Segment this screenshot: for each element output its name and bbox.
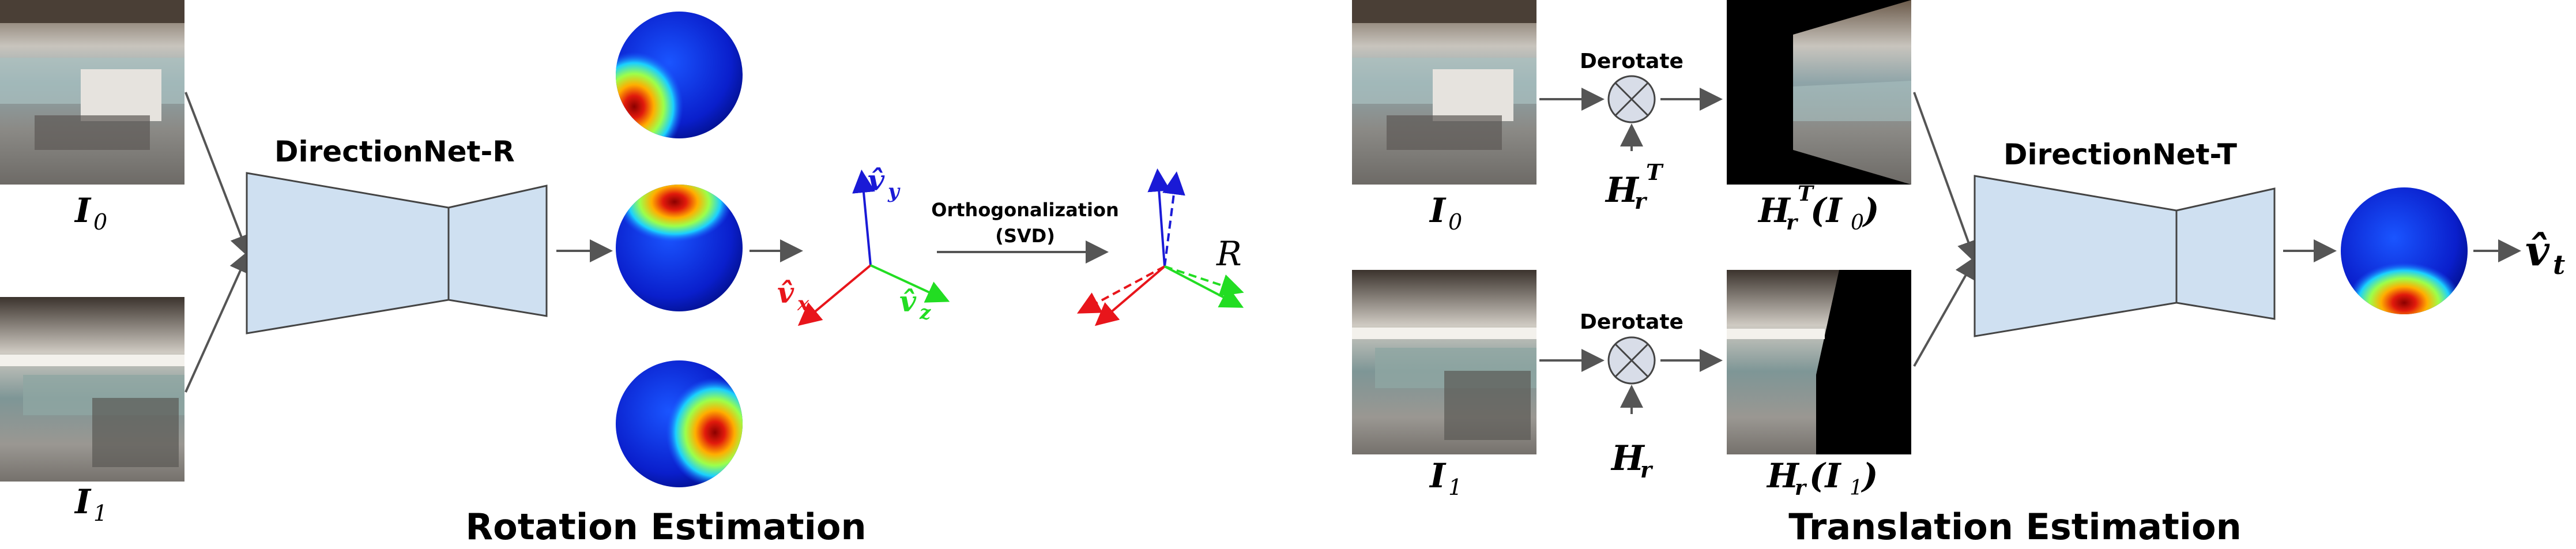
axis-label-z: v̂ z [899, 284, 931, 324]
warped-label-1: H r (I 1 ) [1766, 456, 1878, 500]
svg-text:r: r [1795, 476, 1807, 500]
svg-text:(I: (I [1809, 456, 1841, 495]
rotation-input-label-1: I 1 [74, 482, 107, 526]
rotation-output-label: R [1216, 234, 1242, 273]
svg-text:0: 0 [1448, 209, 1462, 235]
svg-text:z: z [919, 301, 931, 324]
directionnet-r-label: DirectionNet-R [274, 135, 515, 168]
svg-text:I: I [74, 482, 92, 521]
derotate-label-0: Derotate [1580, 50, 1684, 73]
svg-text:r: r [1640, 457, 1654, 483]
derotate-label-1: Derotate [1580, 310, 1684, 334]
svg-text:1: 1 [1850, 476, 1863, 500]
warped-image-0 [1727, 0, 1911, 185]
arrow-warped0-to-nett [1913, 92, 1979, 264]
sphere-output-3 [616, 360, 743, 487]
translation-output-label: v̂ t [2525, 226, 2565, 280]
svg-text:(I: (I [1810, 191, 1843, 230]
svg-text:v̂: v̂ [899, 284, 917, 318]
sphere-output-2 [616, 185, 743, 311]
svg-text:H: H [1766, 456, 1800, 495]
rotation-input-image-1 [0, 297, 184, 482]
svg-text:I: I [74, 191, 92, 230]
rotation-section-title: Rotation Estimation [465, 506, 866, 547]
translation-input-image-1 [1352, 270, 1536, 454]
arrow-i0-to-netr [184, 92, 253, 258]
svg-text:H: H [1757, 191, 1791, 230]
svg-text:): ) [1861, 456, 1878, 495]
h-transpose-label: H r T [1605, 159, 1664, 214]
arrow-warped1-to-nett [1913, 255, 1977, 367]
translation-input-label-1: I 1 [1429, 456, 1462, 500]
axis-frame [797, 170, 950, 326]
axis-label-x: v̂ x [777, 276, 809, 315]
sphere-translation-output [2341, 187, 2468, 314]
directionnet-t [1974, 175, 2276, 337]
svg-text:H: H [1610, 438, 1645, 479]
rotation-output-frame [1076, 168, 1244, 326]
warped-image-1 [1727, 270, 1911, 454]
directionnet-r [246, 172, 548, 334]
svg-text:T: T [1646, 159, 1664, 185]
svg-text:v̂: v̂ [2525, 226, 2550, 275]
axis-label-y: v̂ y [868, 163, 901, 203]
derotate-operator-0 [1607, 75, 1656, 123]
svg-text:r: r [1786, 210, 1799, 235]
warped-label-0: H r T (I 0 ) [1757, 182, 1879, 235]
svg-text:H: H [1605, 170, 1640, 210]
svg-text:0: 0 [93, 209, 107, 235]
sphere-output-1 [616, 12, 743, 138]
svg-text:v̂: v̂ [777, 276, 794, 310]
svg-text:y: y [887, 180, 901, 203]
svg-text:r: r [1635, 188, 1648, 214]
svg-text:x: x [797, 292, 809, 315]
svd-label: (SVD) [995, 225, 1055, 247]
h-label: H r [1610, 438, 1654, 483]
translation-input-label-0: I 0 [1429, 191, 1462, 235]
svg-text:0: 0 [1851, 211, 1864, 235]
translation-section-title: Translation Estimation [1788, 506, 2241, 547]
svg-text:I: I [1429, 456, 1447, 495]
svg-text:1: 1 [1448, 475, 1462, 500]
svg-text:t: t [2553, 249, 2565, 280]
derotate-operator-1 [1607, 336, 1656, 385]
svg-text:I: I [1429, 191, 1447, 230]
rotation-input-label-0: I 0 [74, 191, 107, 235]
svg-text:T: T [1798, 182, 1814, 206]
translation-input-image-0 [1352, 0, 1536, 185]
orthogonalization-label: Orthogonalization [931, 199, 1119, 221]
arrow-i1-to-netr [184, 249, 251, 393]
directionnet-t-label: DirectionNet-T [2003, 138, 2237, 171]
svg-text:1: 1 [93, 501, 107, 526]
svg-text:): ) [1862, 191, 1879, 230]
rotation-input-image-0 [0, 0, 184, 185]
svg-text:v̂: v̂ [868, 163, 885, 197]
